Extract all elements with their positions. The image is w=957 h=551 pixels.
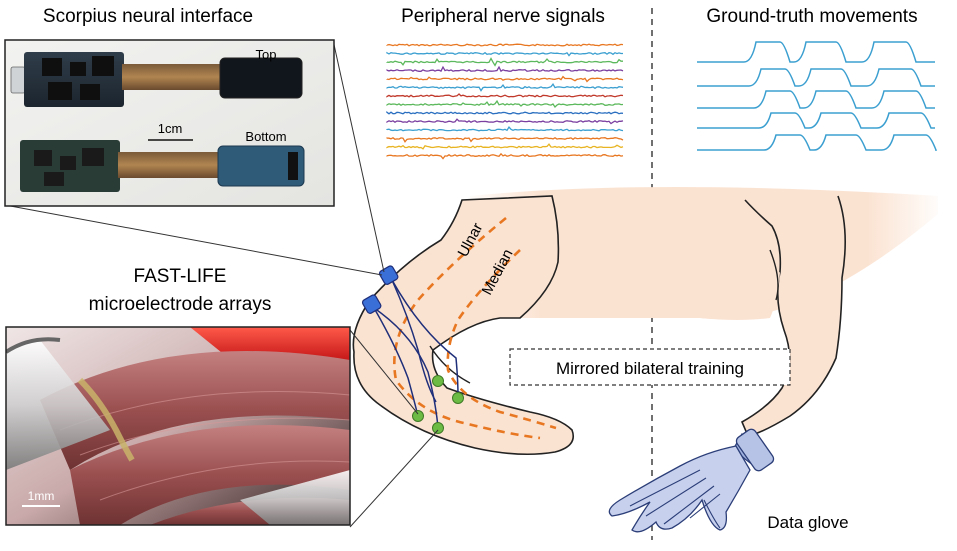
signal-trace (386, 99, 624, 109)
movement-trace (697, 90, 935, 109)
top-flex-cable (122, 64, 220, 90)
nerve-signal-traces (386, 43, 624, 160)
left-arm (352, 195, 574, 456)
electrode-leads (373, 279, 459, 429)
fast-life-title-line2: microelectrode arrays (89, 294, 272, 315)
microscopic-render: 1mm (6, 327, 350, 525)
signal-trace (386, 126, 624, 132)
signal-trace (386, 43, 624, 47)
data-glove (608, 428, 775, 533)
signal-trace (386, 93, 624, 98)
ground-truth-title: Ground-truth movements (706, 6, 917, 27)
muscle-bundle-1 (40, 351, 350, 470)
device-photo: Top 1cm Bottom (4, 39, 335, 207)
top-connector-board (219, 57, 303, 99)
leader-photo-right (332, 39, 385, 273)
bottom-flex-cable (118, 152, 218, 178)
signal-trace (386, 51, 623, 57)
median-nerve (446, 249, 557, 430)
data-glove-label: Data glove (767, 513, 848, 532)
bottom-connector-board (217, 145, 305, 187)
electrode-node-3 (412, 410, 424, 422)
electrode-node-2 (452, 392, 464, 404)
sheath-tube (6, 340, 110, 470)
movement-traces (697, 41, 938, 151)
electrode-node-1 (432, 375, 444, 387)
top-label: Top (256, 47, 277, 62)
glove-cuff (735, 428, 775, 472)
movement-trace (697, 134, 938, 151)
signal-trace (386, 65, 624, 73)
signal-trace (386, 111, 624, 115)
right-arm-edge (769, 249, 779, 301)
device-scale-label: 1cm (158, 121, 183, 136)
electrode-array (77, 377, 135, 462)
wire (6, 337, 61, 354)
movement-trace (697, 112, 935, 129)
signal-trace (386, 57, 623, 67)
signal-trace (386, 83, 624, 92)
mirrored-training-box (509, 348, 791, 386)
microscopic-render-frame (5, 326, 351, 526)
signal-trace (386, 118, 624, 125)
signal-trace (386, 143, 624, 150)
signal-trace (386, 137, 624, 143)
signal-trace (386, 152, 624, 160)
right-arm (740, 195, 846, 437)
signal-trace (386, 75, 624, 83)
fast-life-title-line1: FAST-LIFE (134, 266, 227, 287)
leader-micro-top (349, 329, 419, 415)
connector-2 (361, 294, 382, 314)
ulnar-nerve (393, 216, 541, 440)
micro-scale-label: 1mm (28, 489, 55, 503)
muscle-bundle-2 (70, 425, 350, 525)
movement-trace (697, 68, 935, 87)
leader-photo-bottom (4, 204, 383, 276)
mirrored-training-label: Mirrored bilateral training (556, 359, 744, 378)
bottom-label: Bottom (245, 129, 286, 144)
usb-connector (10, 66, 26, 94)
scorpius-title: Scorpius neural interface (43, 6, 253, 27)
nerve-signals-title: Peripheral nerve signals (401, 6, 605, 27)
leader-micro-bottom (349, 429, 439, 528)
movement-trace (697, 41, 935, 63)
electrode-node-4 (432, 422, 444, 434)
